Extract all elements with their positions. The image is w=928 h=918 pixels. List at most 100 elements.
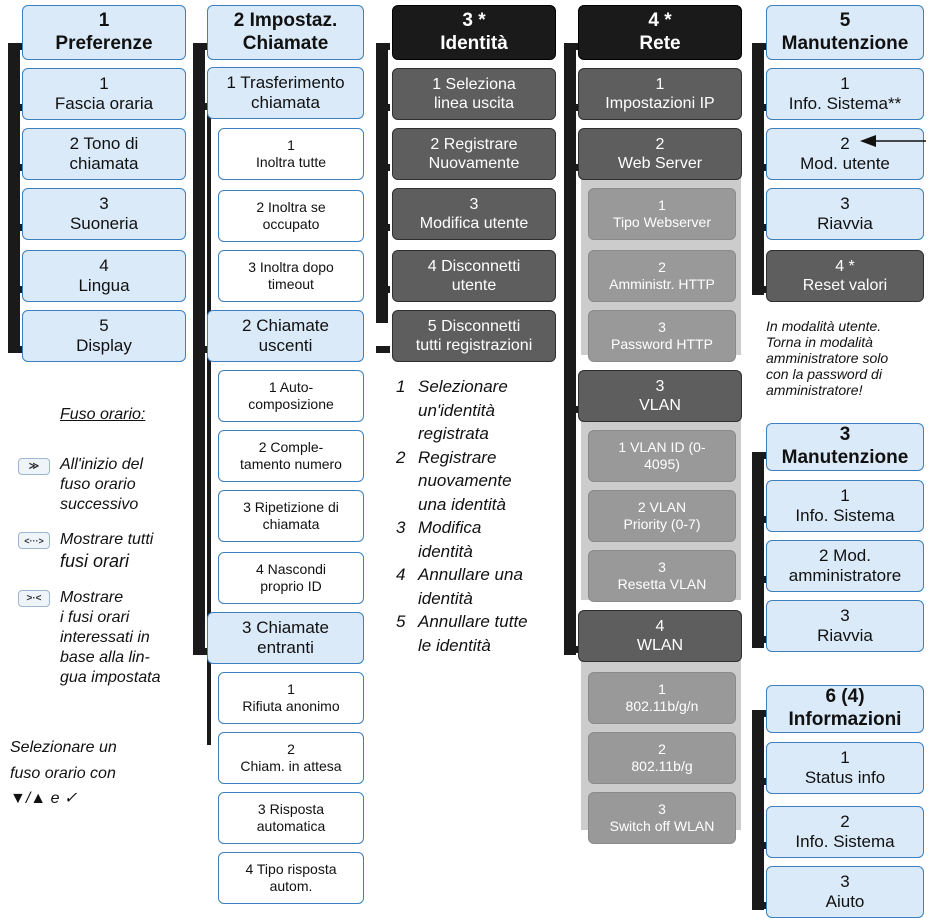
call-settings-item-label: chiamata — [251, 93, 320, 112]
col2-header[interactable]: 2 Impostaz.Chiamate — [207, 5, 364, 60]
maintenance-item-label: Reset valori — [802, 277, 888, 294]
call-settings-item-label: uscenti — [258, 336, 313, 355]
preferences-item-label: chiamata — [69, 154, 139, 173]
admin-maintenance-item-label: 2 Mod. — [819, 545, 871, 565]
information-item-label: 3 — [840, 871, 850, 891]
call-settings-item-label: 1 Auto- — [268, 379, 314, 396]
connector-tick — [752, 224, 766, 231]
connector-tick — [8, 104, 22, 111]
call-settings-item[interactable]: 2 Comple-tamento numero — [218, 430, 364, 482]
connector-tick — [376, 104, 390, 111]
identity-note-text: Registrare — [418, 447, 497, 467]
col3-connector — [376, 43, 388, 323]
network-item-label: 1 — [655, 75, 665, 93]
call-settings-item-label: 3 Risposta — [257, 801, 325, 818]
identity-item-label: 1 Seleziona — [432, 75, 516, 93]
info-header[interactable]: 6 (4)Informazioni — [766, 685, 924, 733]
connector-tick — [8, 164, 22, 171]
col3-header[interactable]: 3 *Identità — [392, 5, 556, 60]
col4-header[interactable]: 4 *Rete — [578, 5, 742, 60]
preferences-item-label: 5 — [99, 315, 109, 335]
call-settings-item-label: entranti — [257, 638, 314, 657]
call-settings-item-label: 4 Nascondi — [255, 561, 327, 578]
connector-tick — [8, 346, 22, 353]
col5-connector — [752, 43, 766, 50]
admin-maintenance-item[interactable]: 2 Mod.amministratore — [766, 540, 924, 592]
network-item-label: 1 VLAN ID (0- — [618, 439, 706, 456]
identity-item-label: 4 Disconnetti — [427, 257, 521, 275]
identity-item-label: 3 — [469, 195, 479, 213]
preferences-item-label: Display — [76, 336, 132, 355]
network-item-label: Switch off WLAN — [609, 818, 715, 834]
maintenance-item-label: 4 * — [835, 257, 855, 275]
identity-note-text: identità — [418, 541, 473, 561]
preferences-item-label: Lingua — [78, 276, 130, 295]
connector-tick — [8, 286, 22, 293]
col4-connector — [564, 43, 578, 50]
network-item-label: 4 — [655, 617, 665, 635]
identity-note-line: registrata — [396, 423, 489, 444]
call-settings-item[interactable]: 1 Auto-composizione — [218, 370, 364, 422]
call-settings-item-label: chiamata — [262, 516, 320, 532]
information-item-label: Aiuto — [825, 892, 865, 911]
network-item-label: 3 — [658, 319, 666, 336]
identity-note-number: 5 — [396, 612, 406, 631]
call-settings-item-label: 2 Comple- — [258, 439, 324, 456]
identity-note-number: 4 — [396, 565, 406, 584]
network-item-label: WLAN — [636, 637, 684, 654]
maintenance-item[interactable]: 4 * Reset valori — [766, 250, 924, 302]
network-item[interactable]: 1 VLAN ID (0-4095) — [588, 430, 736, 482]
connector-tick — [193, 103, 207, 110]
identity-note-number: 1 — [396, 377, 406, 396]
call-settings-item-label: 2 — [287, 741, 295, 758]
